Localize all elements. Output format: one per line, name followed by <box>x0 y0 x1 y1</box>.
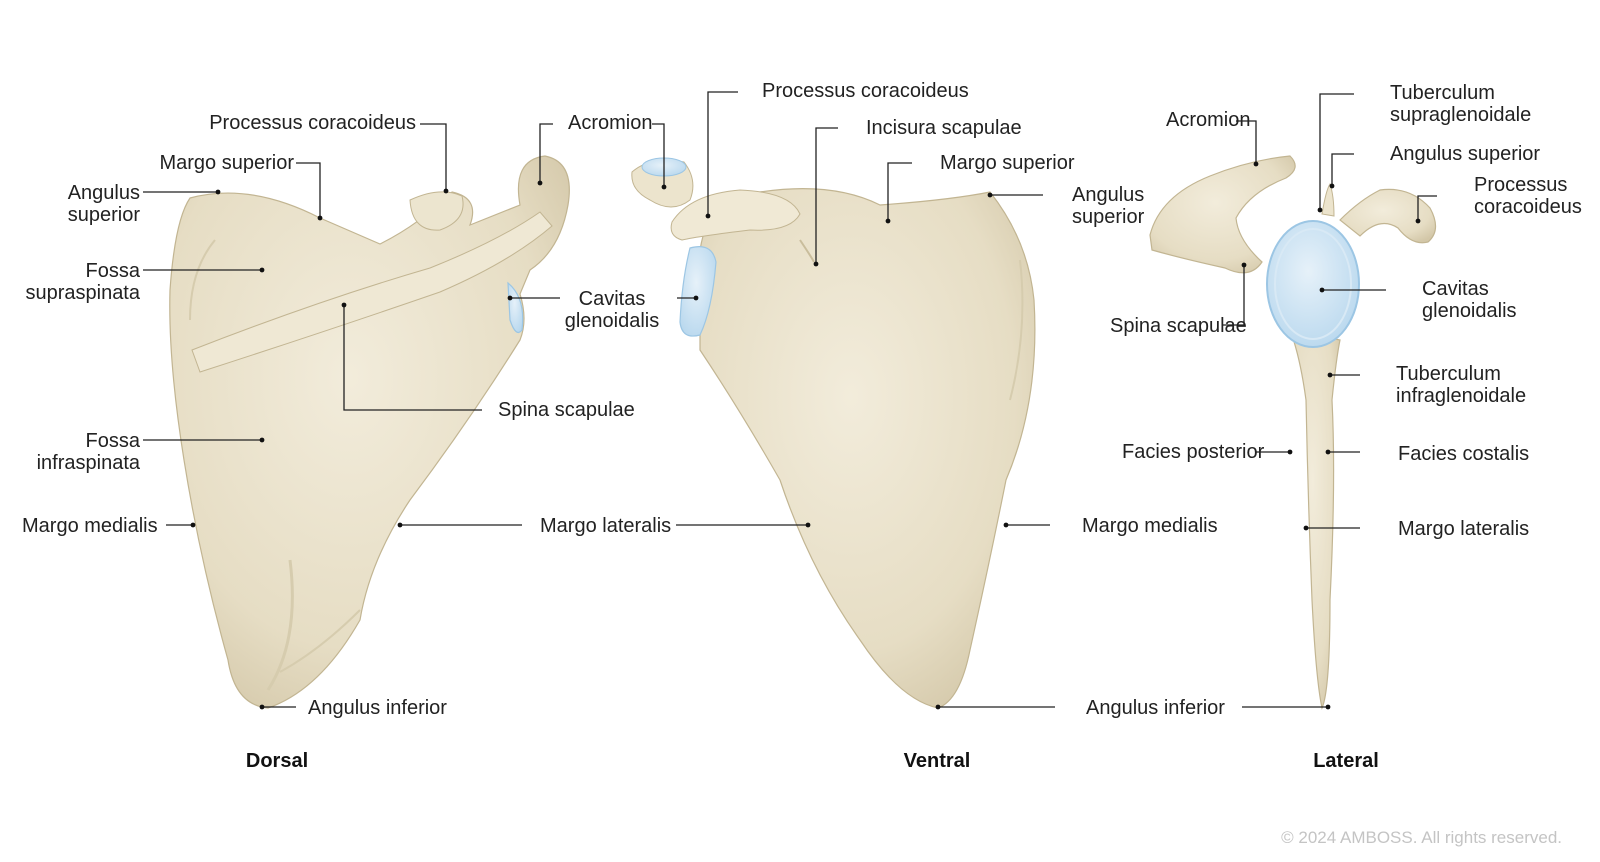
view-title-lateral: Lateral <box>1313 750 1379 772</box>
leader-lines <box>143 91 1437 710</box>
ventral-scapula-bone <box>631 157 1036 709</box>
lateral-label-processus-coracoideus: Processus coracoideus <box>1474 174 1582 218</box>
lateral-label-spina-scapulae: Spina scapulae <box>1110 315 1247 337</box>
lateral-label-margo-lateralis: Margo lateralis <box>1398 518 1530 540</box>
dorsal-label-spina-scapulae: Spina scapulae <box>498 399 635 421</box>
ventral-label-angulus-superior: Angulus superior <box>1072 184 1145 228</box>
lateral-label-angulus-superior: Angulus superior <box>1390 143 1541 165</box>
dorsal-label-acromion: Acromion <box>568 112 653 134</box>
ventral-label-angulus-inferior: Angulus inferior <box>1086 697 1225 719</box>
ventral-label-processus-coracoideus: Processus coracoideus <box>762 80 969 102</box>
lateral-label-facies-costalis: Facies costalis <box>1398 443 1530 465</box>
dorsal-scapula-bone <box>169 155 570 709</box>
lateral-label-cavitas-glenoidalis: Cavitas glenoidalis <box>1422 278 1517 322</box>
ventral-label-incisura-scapulae: Incisura scapulae <box>866 117 1022 139</box>
ventral-label-margo-medialis: Margo medialis <box>1082 515 1218 537</box>
dorsal-label-processus-coracoideus: Processus coracoideus <box>209 112 416 134</box>
lateral-label-acromion: Acromion <box>1166 109 1251 131</box>
ventral-label-margo-superior: Margo superior <box>940 152 1075 174</box>
lateral-label-tuberculum-infraglenoidale: Tuberculum infraglenoidale <box>1396 363 1527 407</box>
view-title-ventral: Ventral <box>903 750 971 772</box>
dorsal-label-fossa-supraspinata: Fossa supraspinata <box>25 260 140 304</box>
dorsal-label-margo-medialis: Margo medialis <box>22 515 158 537</box>
label-margo-lateralis: Margo lateralis <box>540 515 672 537</box>
dorsal-label-fossa-infraspinata: Fossa infraspinata <box>36 430 140 474</box>
dorsal-label-angulus-superior: Angulus superior <box>67 182 140 226</box>
copyright-notice: © 2024 AMBOSS. All rights reserved. <box>1281 828 1562 847</box>
dorsal-label-margo-superior: Margo superior <box>159 152 294 174</box>
lateral-scapula-bone <box>1149 155 1437 710</box>
view-title-dorsal: Dorsal <box>245 750 309 772</box>
lateral-label-tuberculum-supraglenoidale: Tuberculum supraglenoidale <box>1390 82 1532 126</box>
lateral-label-facies-posterior: Facies posterior <box>1122 441 1265 463</box>
dorsal-label-cavitas-glenoidalis: Cavitas glenoidalis <box>564 288 660 332</box>
dorsal-label-angulus-inferior: Angulus inferior <box>308 697 447 719</box>
